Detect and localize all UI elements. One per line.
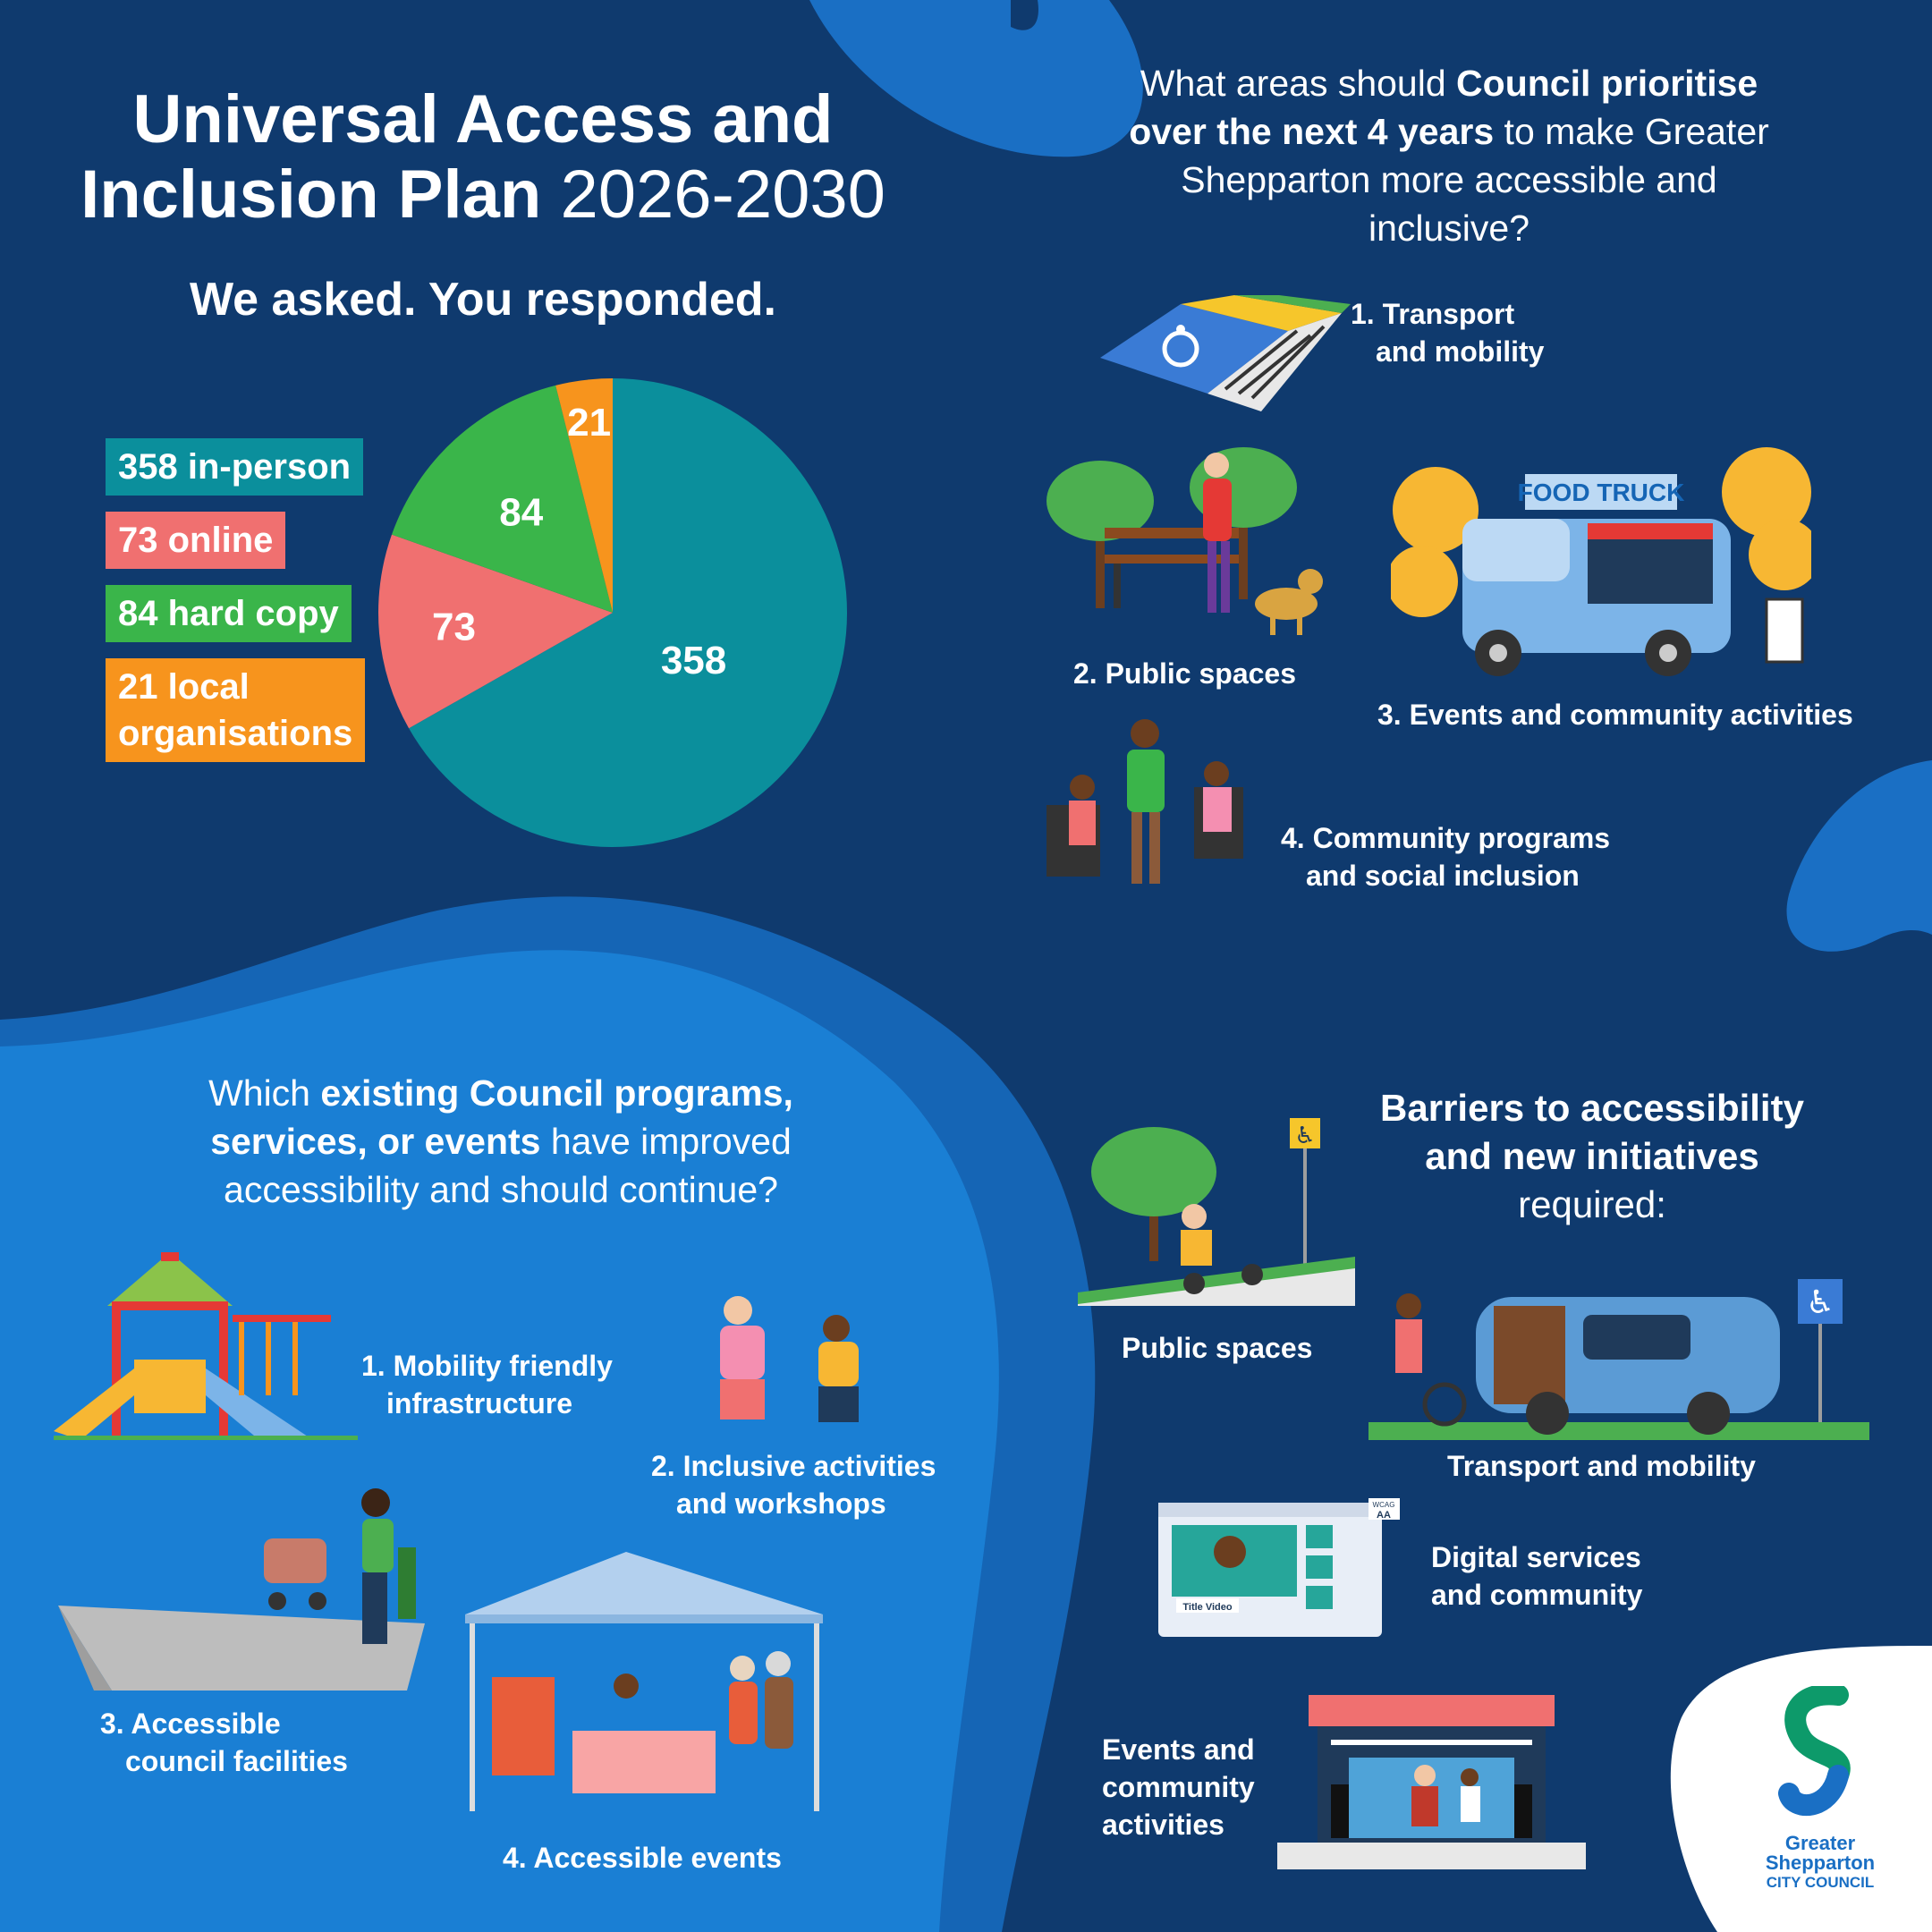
existing-q-part2: have improved accessibility and should c… xyxy=(224,1121,792,1210)
pie-labels: 358 73 84 21 xyxy=(432,401,726,682)
market-tent-illustration xyxy=(465,1552,823,1811)
public-spaces-park-illustration xyxy=(1046,447,1323,635)
barrier-events-line2: community xyxy=(1102,1771,1255,1803)
logo-line1: Greater xyxy=(1784,1832,1856,1854)
accessible-website-illustration: Title Video WCAG AA xyxy=(1158,1498,1400,1637)
pie-slices xyxy=(378,378,847,848)
existing-3-label: 3. Accessible council facilities xyxy=(100,1705,348,1780)
existing-2-line1: 2. Inclusive activities xyxy=(651,1450,936,1482)
existing-3-line2: council facilities xyxy=(125,1745,348,1777)
pie-slice-label: 73 xyxy=(432,606,476,649)
priorities-q-part1: What areas should xyxy=(1140,63,1457,104)
existing-3-line1: 3. Accessible xyxy=(100,1707,281,1740)
priority-2-label: 2. Public spaces xyxy=(1073,657,1297,690)
barrier-events-line1: Events and xyxy=(1102,1733,1255,1766)
existing-1-line1: 1. Mobility friendly xyxy=(361,1350,613,1382)
priority-4-label: 4. Community programs and social inclusi… xyxy=(1281,819,1610,894)
priority-3-label: 3. Events and community activities xyxy=(1377,699,1853,731)
barrier-transport-label: Transport and mobility xyxy=(1447,1450,1756,1482)
barrier-digital-line1: Digital services xyxy=(1431,1541,1641,1573)
logo-line3: CITY COUNCIL xyxy=(1766,1874,1875,1891)
accessible-ramp-illustration xyxy=(58,1488,425,1690)
legend-in-person: 358 in-person xyxy=(106,438,364,496)
event-stage-illustration xyxy=(1277,1695,1586,1869)
food-truck-illustration: FOOD TRUCK xyxy=(1391,447,1811,676)
accessible-sign-icon: ♿ xyxy=(1294,1123,1315,1149)
accessible-van-illustration: ♿ xyxy=(1368,1279,1869,1440)
barrier-digital-line2: and community xyxy=(1431,1579,1643,1611)
dancing-people-illustration xyxy=(720,1296,859,1422)
existing-q-part1: Which xyxy=(208,1072,321,1114)
existing-4-label: 4. Accessible events xyxy=(503,1842,782,1874)
page-title: Universal Access and Inclusion Plan 2026… xyxy=(36,82,930,233)
responses-pie-chart: 358 73 84 21 xyxy=(378,378,847,848)
barriers-heading-rest: required: xyxy=(1518,1183,1666,1225)
priorities-q-bold: Council prioritise over the next 4 years xyxy=(1129,63,1758,152)
pie-slice xyxy=(555,378,613,613)
pie-slice-label: 84 xyxy=(499,491,543,535)
legend-local-line1: 21 local xyxy=(118,667,250,707)
title-years: 2026-2030 xyxy=(560,157,886,233)
pie-slice-label: 21 xyxy=(567,401,611,445)
aa-text: AA xyxy=(1377,1510,1391,1521)
accessible-parking-icon: ♿ xyxy=(1806,1284,1835,1321)
legend-online: 73 online xyxy=(106,512,286,569)
legend-hard-copy: 84 hard copy xyxy=(106,585,352,642)
pie-slice xyxy=(409,378,847,848)
playground-illustration xyxy=(54,1252,358,1440)
existing-programs-question: Which existing Council programs, service… xyxy=(197,1069,805,1214)
existing-1-line2: infrastructure xyxy=(386,1387,573,1419)
logo-line2: Shepparton xyxy=(1765,1852,1876,1874)
priority-4-line2: and social inclusion xyxy=(1306,860,1580,892)
priority-4-line1: 4. Community programs xyxy=(1281,822,1611,854)
priorities-question: What areas should Council prioritise ove… xyxy=(1109,59,1789,252)
wcag-text: WCAG xyxy=(1373,1501,1395,1509)
community-group-illustration xyxy=(1046,719,1243,884)
pie-slice-label: 358 xyxy=(661,639,726,682)
subtitle: We asked. You responded. xyxy=(190,274,776,326)
title-video-text: Title Video xyxy=(1182,1602,1233,1613)
food-truck-sign: FOOD TRUCK xyxy=(1518,479,1685,506)
logo-mark-icon xyxy=(1778,1683,1851,1816)
barrier-public-spaces-label: Public spaces xyxy=(1122,1332,1313,1364)
barrier-events-line3: activities xyxy=(1102,1809,1224,1841)
legend-local-organisations: 21 local organisations xyxy=(106,658,366,762)
barrier-events-label: Events and community activities xyxy=(1102,1731,1255,1843)
mobility-scooter-park-illustration: ♿ xyxy=(1078,1118,1355,1306)
barriers-heading-bold: Barriers to accessibility and new initia… xyxy=(1380,1087,1804,1177)
priority-1-label: 1. Transport and mobility xyxy=(1351,295,1544,370)
existing-2-label: 2. Inclusive activities and workshops xyxy=(651,1447,936,1522)
priority-1-line1: 1. Transport xyxy=(1351,298,1515,330)
title-main: Universal Access and Inclusion Plan xyxy=(80,81,834,233)
pie-slice xyxy=(378,534,613,729)
existing-1-label: 1. Mobility friendly infrastructure xyxy=(361,1347,613,1422)
priorities-q-part2: to make Greater Shepparton more accessib… xyxy=(1181,111,1769,249)
existing-2-line2: and workshops xyxy=(676,1487,886,1520)
priority-1-line2: and mobility xyxy=(1376,335,1545,368)
legend-local-line2: organisations xyxy=(118,714,353,753)
greater-shepparton-logo: Greater Shepparton CITY COUNCIL xyxy=(1749,1683,1892,1893)
transport-parking-illustration xyxy=(1100,295,1351,411)
barriers-heading: Barriers to accessibility and new initia… xyxy=(1346,1084,1838,1229)
barrier-digital-label: Digital services and community xyxy=(1431,1538,1642,1614)
existing-q-bold: existing Council programs, services, or … xyxy=(210,1072,793,1162)
pie-slice xyxy=(391,385,613,613)
